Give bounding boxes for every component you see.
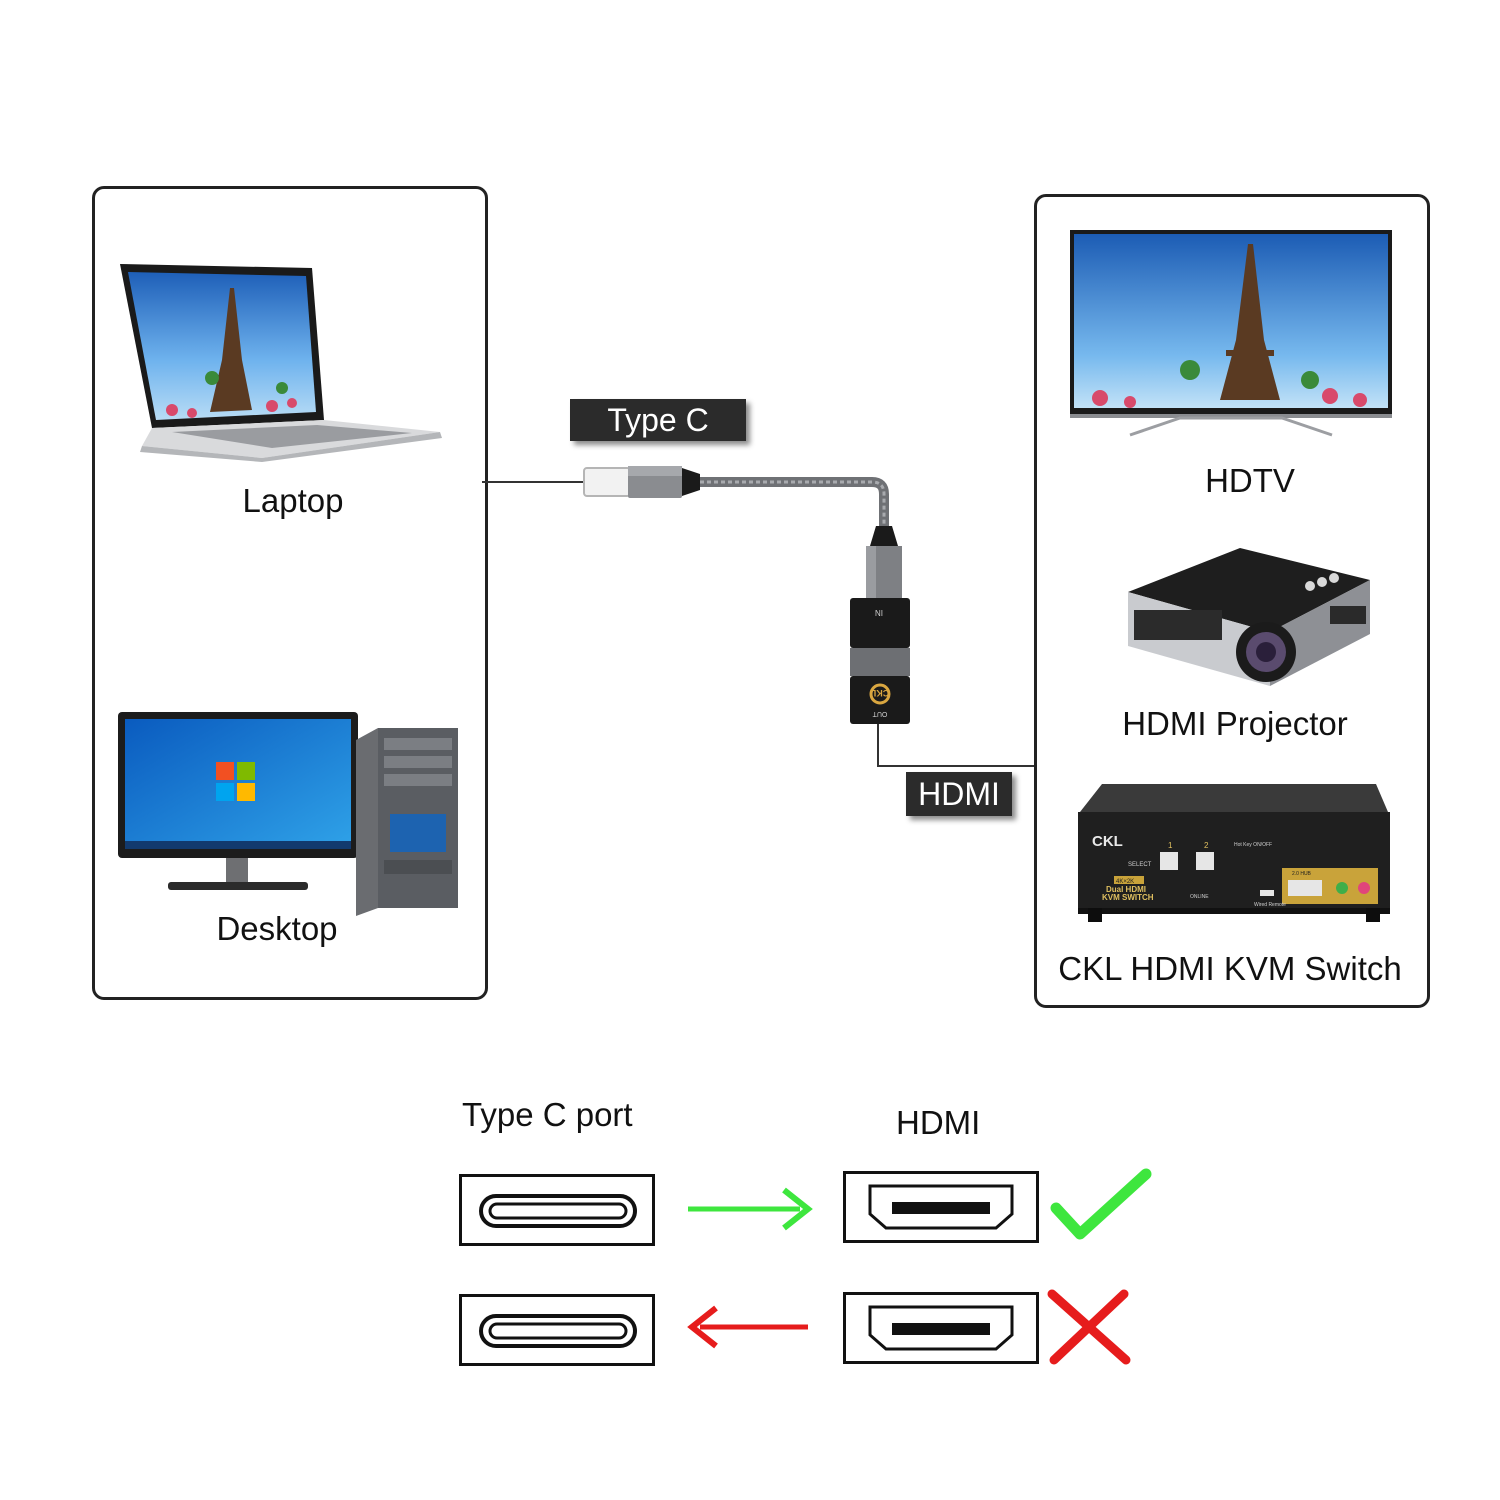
adapter-in-mark: IN (875, 608, 883, 617)
check-icon (1050, 1168, 1152, 1240)
kvm-product-line1: Dual HDMI (1106, 885, 1146, 894)
kvm-online-label: ONLINE (1190, 894, 1209, 900)
hdmi-port-box (843, 1171, 1039, 1243)
kvm-select-button-1 (1160, 852, 1178, 870)
kvm-port-1-number: 1 (1168, 841, 1173, 850)
adapter-body-middle (850, 648, 910, 676)
kvm-switch-label: CKL HDMI KVM Switch (1058, 950, 1402, 987)
type-c-port-icon (479, 1194, 637, 1228)
type-c-tag: Type C (570, 399, 746, 441)
braided-cable (700, 477, 889, 526)
legend-hdmi-title: HDMI (896, 1104, 981, 1141)
display-connection-line (877, 724, 1034, 767)
kvm-port-2-number: 2 (1204, 841, 1209, 850)
hdmi-port-icon (868, 1184, 1014, 1230)
tv-icon (1070, 230, 1392, 437)
hdmi-tag: HDMI (906, 772, 1012, 816)
type-c-port-icon (479, 1314, 637, 1348)
kvm-usb-label: 2.0 HUB (1292, 871, 1312, 877)
forward-arrow-icon (688, 1187, 813, 1231)
desktop-computer-icon (118, 712, 458, 916)
adapter-body-bottom (850, 676, 910, 724)
kvm-switch-icon: CKL SELECT 4K×2K Dual HDMI KVM SWITCH 1 … (1078, 784, 1390, 922)
kvm-resolution: 4K×2K (1116, 879, 1134, 885)
hdtv-label: HDTV (1205, 462, 1295, 499)
cable-adapter-illustration: IN CKL OUT (482, 466, 1034, 767)
kvm-hotkey-label: Hot Key ON/OFF (1234, 842, 1272, 848)
kvm-product-line2: KVM SWITCH (1102, 893, 1154, 902)
hdmi-port-icon (868, 1305, 1014, 1351)
laptop-label: Laptop (242, 482, 344, 519)
legend-type-c-title: Type C port (462, 1096, 633, 1133)
kvm-select-button-2 (1196, 852, 1214, 870)
kvm-remote-label: Wired Remote (1254, 902, 1286, 908)
reverse-arrow-icon (687, 1305, 808, 1349)
kvm-brand: CKL (1092, 833, 1123, 850)
cross-icon (1047, 1289, 1131, 1365)
adapter-body-top (850, 598, 910, 648)
projector-icon (1128, 548, 1370, 686)
adapter-logo: CKL (870, 688, 889, 698)
adapter-out-mark: OUT (872, 710, 888, 717)
projector-label: HDMI Projector (1122, 705, 1348, 742)
kvm-select-label: SELECT (1128, 862, 1152, 868)
hdmi-port-box-2 (843, 1292, 1039, 1364)
type-c-port-box (459, 1174, 655, 1246)
type-c-port-box-2 (459, 1294, 655, 1366)
type-c-plug-tip (583, 467, 631, 497)
laptop-icon (120, 264, 442, 462)
desktop-label: Desktop (216, 910, 338, 947)
